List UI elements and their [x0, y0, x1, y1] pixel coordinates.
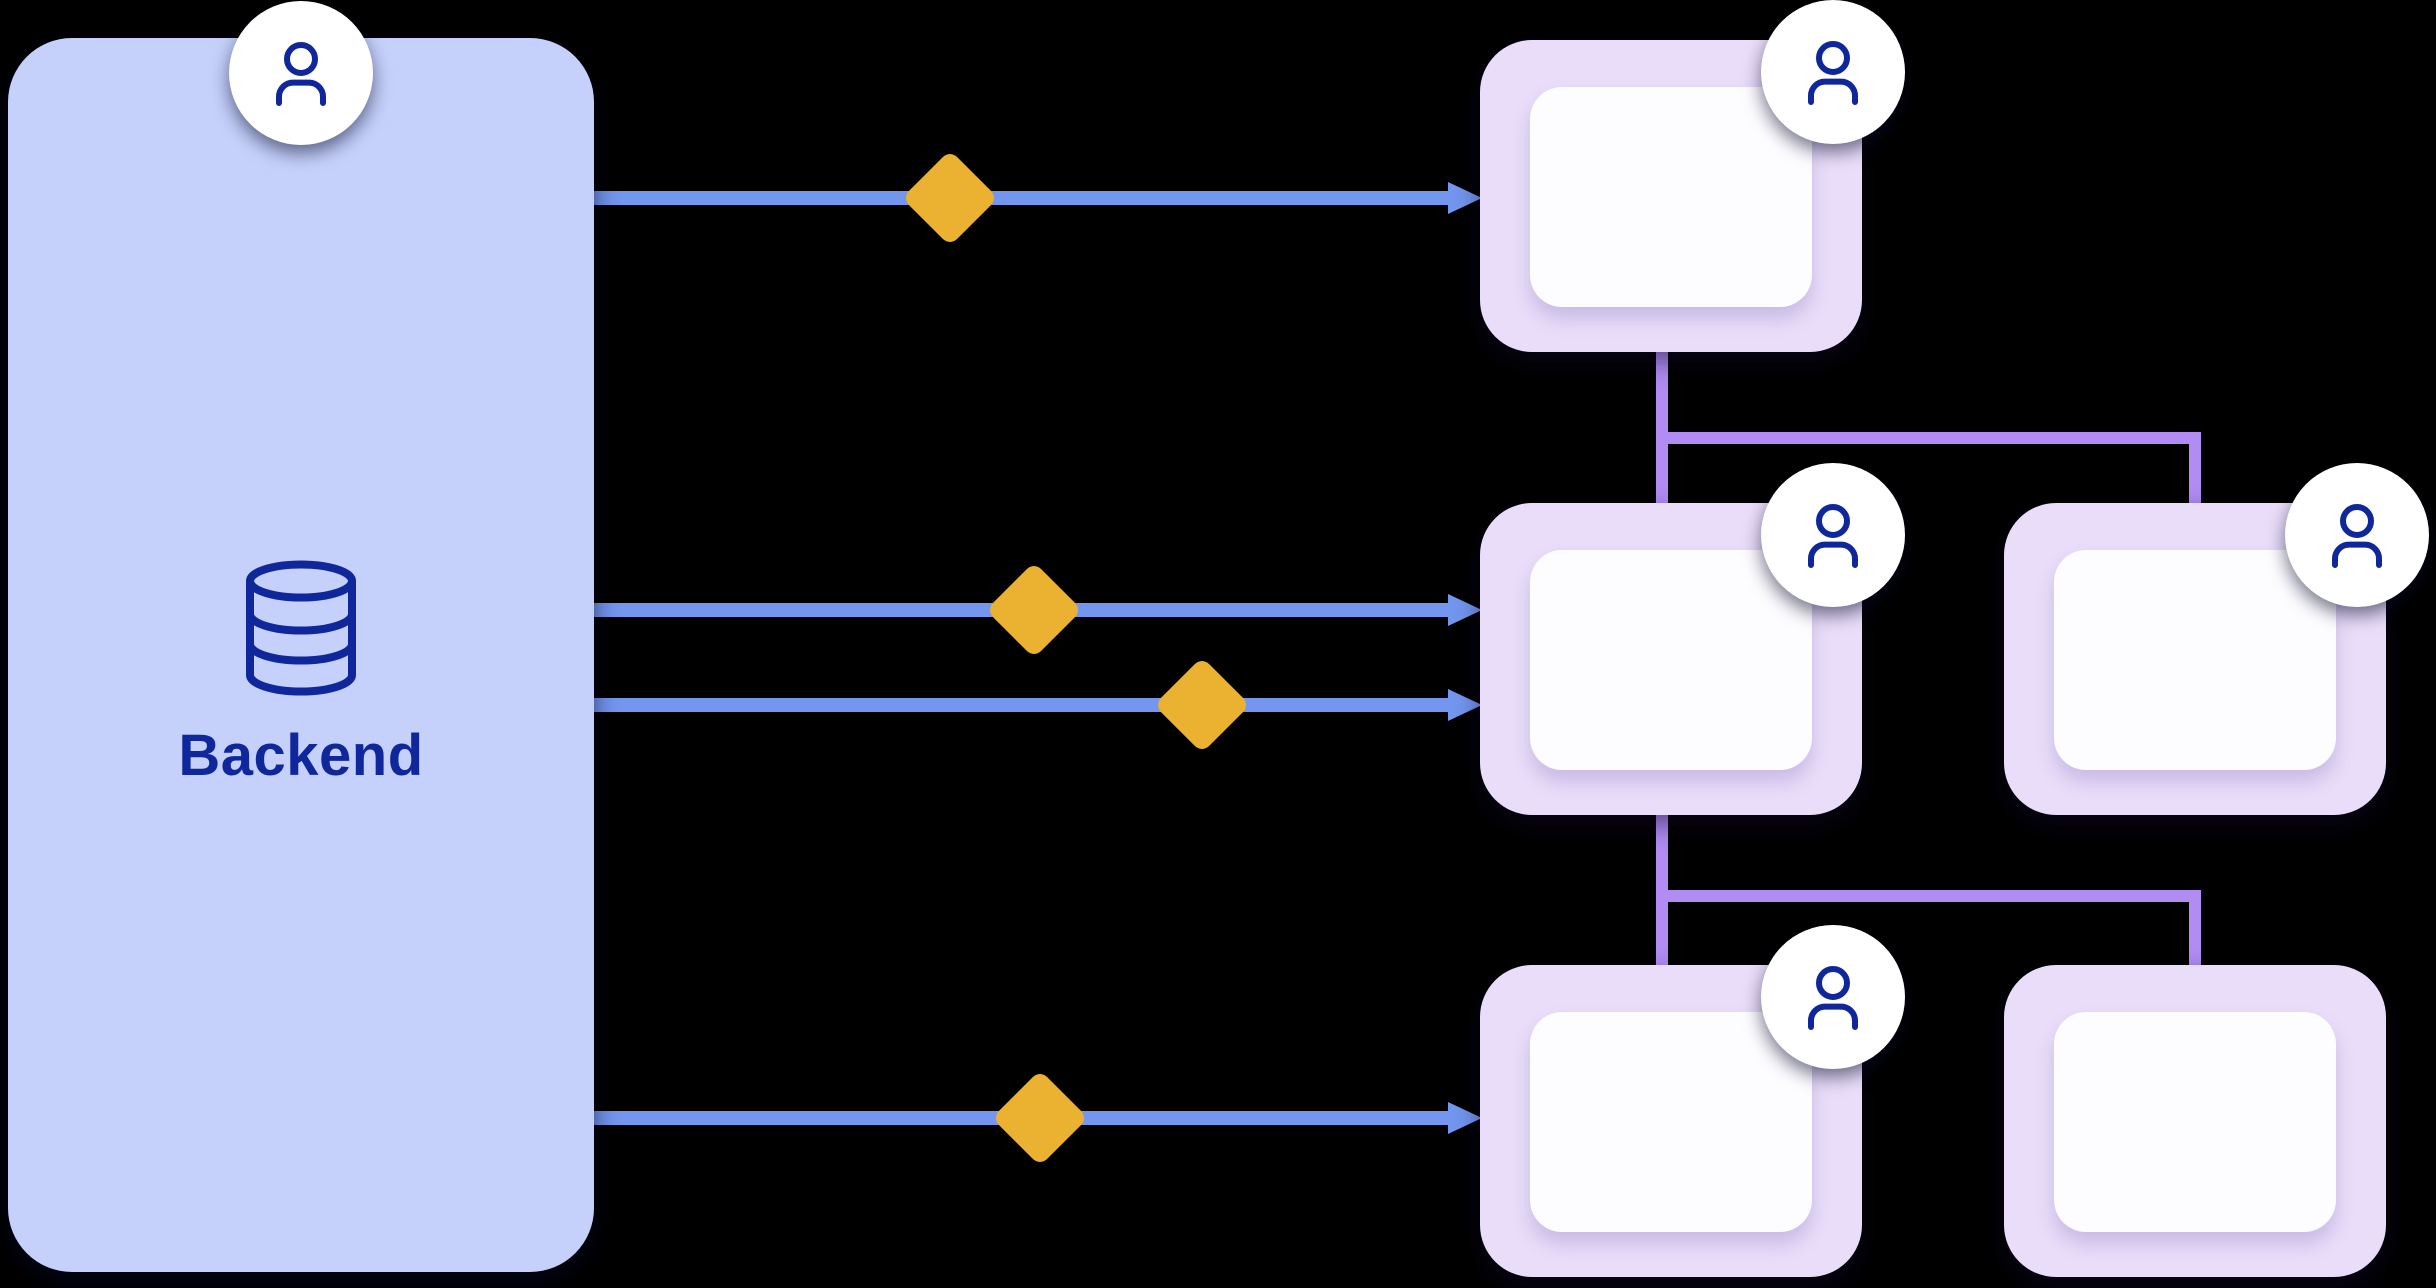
backend-label: Backend [178, 723, 424, 788]
node-c [2004, 463, 2429, 815]
connector-a-to-b-vertical [1656, 350, 1668, 504]
user-badge [229, 1, 373, 145]
node-e-card [2054, 1012, 2336, 1232]
node-b [1480, 463, 1905, 815]
connector-branch-to-c-vertical [2189, 432, 2201, 504]
connector-branch-to-e-vertical [2189, 890, 2201, 966]
user-icon [276, 42, 326, 106]
user-badge [2285, 463, 2429, 607]
user-badge [1761, 0, 1905, 144]
flow-arrow-backend-to-node-a [594, 182, 1482, 214]
user-badge [1761, 463, 1905, 607]
node-d [1480, 925, 1905, 1277]
node-b-card [1530, 550, 1812, 770]
arrowhead-icon [1448, 182, 1482, 214]
flow-line [594, 698, 1452, 712]
arrowhead-icon [1448, 1102, 1482, 1134]
user-badge [1761, 925, 1905, 1069]
backend-content: Backend [8, 559, 594, 785]
arrowhead-icon [1448, 594, 1482, 626]
node-e [2004, 965, 2386, 1277]
connector-a-branch-horizontal [1656, 432, 2201, 444]
node-d-card [1530, 1012, 1812, 1232]
node-a [1480, 0, 1905, 352]
user-icon [1808, 504, 1858, 568]
diamond-marker [901, 149, 999, 247]
flow-line [594, 191, 1452, 205]
user-icon [2332, 504, 2382, 568]
backend-panel: Backend [8, 1, 594, 1272]
node-c-card [2054, 550, 2336, 770]
user-icon [1808, 966, 1858, 1030]
arrowhead-icon [1448, 689, 1482, 721]
diamond-marker [985, 561, 1083, 659]
node-a-card [1530, 87, 1812, 307]
database-icon [246, 560, 356, 696]
user-icon [1808, 41, 1858, 105]
diamond-marker [991, 1069, 1089, 1167]
connector-b-branch-horizontal [1656, 890, 2201, 902]
flow-arrow-backend-to-node-b-lower [594, 689, 1482, 721]
diamond-marker [1153, 656, 1251, 754]
